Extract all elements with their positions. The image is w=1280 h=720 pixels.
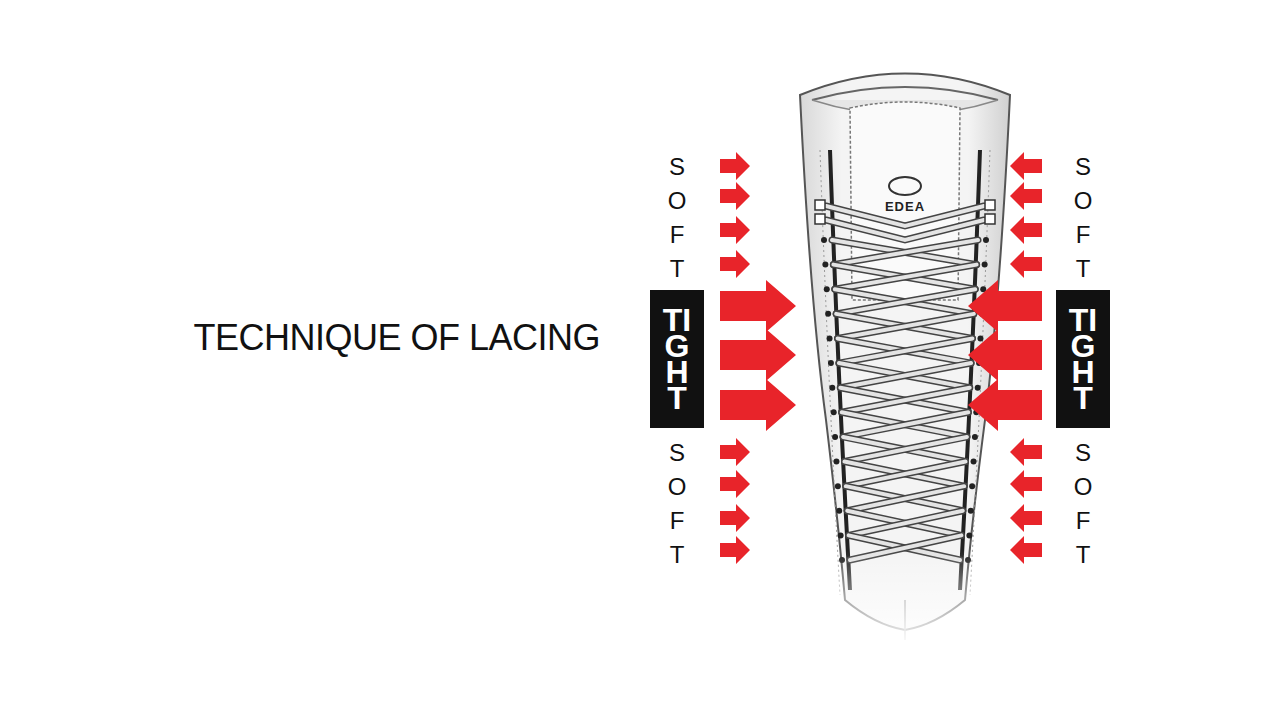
pressure-arrow <box>720 152 750 180</box>
diagram-title: TECHNIQUE OF LACING <box>193 317 600 359</box>
pressure-arrow <box>720 379 796 431</box>
pressure-arrow <box>720 280 796 332</box>
pressure-arrow <box>720 438 750 466</box>
pressure-arrow <box>968 280 1042 332</box>
pressure-arrow <box>720 216 750 244</box>
pressure-arrow <box>1010 216 1042 244</box>
brand-name: EDEA <box>885 199 925 214</box>
pressure-arrow <box>968 329 1042 381</box>
pressure-arrow <box>1010 504 1042 532</box>
pressure-arrow <box>1010 470 1042 498</box>
soft-label: SOFT <box>1071 150 1095 286</box>
soft-label: SOFT <box>1071 436 1095 572</box>
pressure-arrow <box>720 536 750 564</box>
tight-box: TIGHT <box>650 290 704 428</box>
pressure-arrow <box>720 504 750 532</box>
pressure-arrow <box>1010 536 1042 564</box>
pressure-arrow <box>1010 152 1042 180</box>
pressure-arrow <box>1010 438 1042 466</box>
pressure-arrow <box>1010 182 1042 210</box>
pressure-arrow <box>720 470 750 498</box>
soft-label: SOFT <box>665 150 689 286</box>
pressure-arrow <box>1010 250 1042 278</box>
pressure-arrows <box>720 152 1042 564</box>
tight-label: TIGHT <box>661 307 693 411</box>
tight-label: TIGHT <box>1067 307 1099 411</box>
tight-box: TIGHT <box>1056 290 1110 428</box>
pressure-arrow <box>968 379 1042 431</box>
pressure-arrow <box>720 182 750 210</box>
pressure-arrow <box>720 250 750 278</box>
soft-label: SOFT <box>665 436 689 572</box>
pressure-arrow <box>720 329 796 381</box>
